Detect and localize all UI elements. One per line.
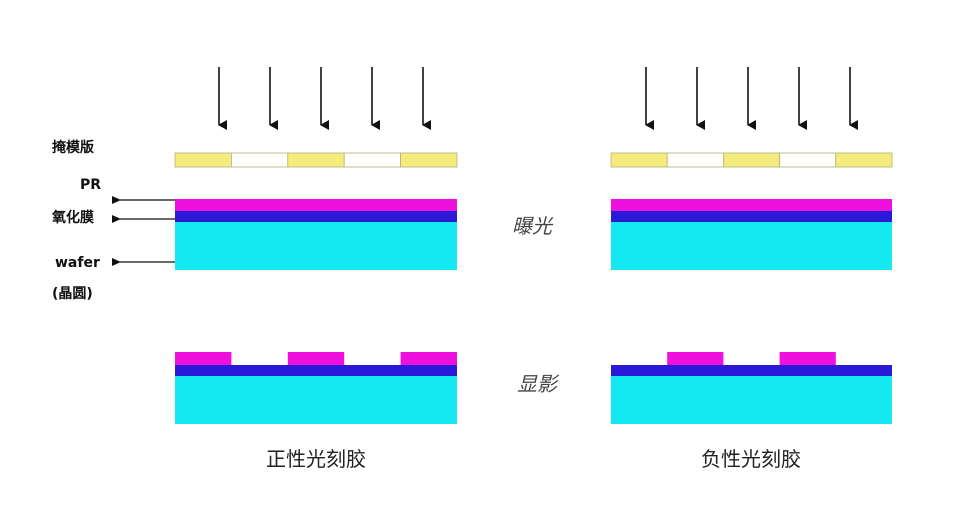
wafer-substrate	[175, 376, 457, 424]
oxide-label: 氧化膜	[51, 209, 94, 226]
oxide-layer	[175, 365, 457, 376]
mask-opaque-segment	[835, 152, 893, 168]
oxide-layer	[611, 211, 892, 222]
positive-resist-title: 正性光刻胶	[266, 447, 366, 471]
mask-opaque-segment	[400, 152, 458, 168]
wafer-label: wafer	[55, 255, 100, 271]
develop-step-label: 显影	[517, 372, 560, 396]
mask-opaque-segment	[610, 152, 668, 168]
oxide-layer	[175, 211, 457, 222]
mask-clear-segment	[230, 152, 289, 168]
photoresist-layer	[611, 199, 892, 211]
exposure-arrows-positive	[218, 67, 431, 130]
photoresist-pattern	[400, 352, 457, 365]
photoresist-pattern	[779, 352, 836, 365]
exposure-stack-negative	[611, 199, 892, 270]
photoresist-pattern	[667, 352, 724, 365]
mask-clear-segment	[343, 152, 402, 168]
wafer-cn-label: (晶圆)	[52, 286, 93, 302]
photoresist-pattern	[175, 352, 232, 365]
exposure-stack-positive	[175, 199, 457, 270]
mask-positive	[174, 152, 458, 168]
negative-resist-title: 负性光刻胶	[701, 447, 801, 471]
wafer-substrate	[611, 376, 892, 424]
mask-negative	[610, 152, 893, 168]
wafer-substrate	[611, 222, 892, 270]
exposure-step-label: 曝光	[512, 214, 554, 238]
mask-clear-segment	[779, 152, 837, 168]
wafer-substrate	[175, 222, 457, 270]
pr-label: PR	[80, 177, 101, 193]
develop-stack-positive	[175, 352, 457, 424]
develop-stack-negative	[611, 352, 892, 424]
oxide-layer	[611, 365, 892, 376]
mask-opaque-segment	[174, 152, 232, 168]
photoresist-pattern	[287, 352, 345, 365]
exposure-arrows-negative	[645, 67, 858, 130]
mask-opaque-segment	[723, 152, 781, 168]
mask-label: 掩模版	[52, 139, 94, 156]
mask-clear-segment	[666, 152, 724, 168]
photoresist-layer	[175, 199, 457, 211]
mask-opaque-segment	[287, 152, 345, 168]
